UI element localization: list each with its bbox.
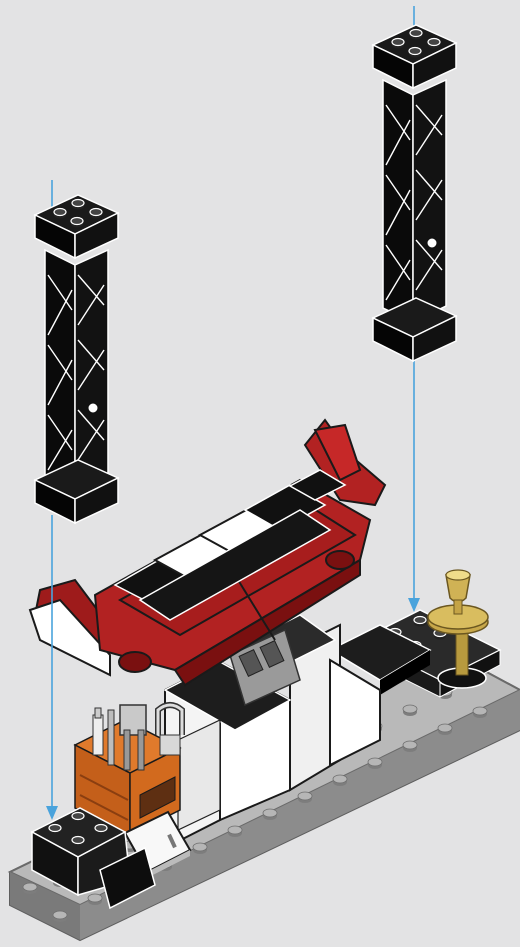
arrow-down-icon [408,598,420,612]
arrow-down-icon [46,806,58,820]
right-truss-tower [373,25,456,361]
left-truss-tower [35,195,118,523]
pin-connector [427,238,437,248]
pin-connector [88,403,98,413]
